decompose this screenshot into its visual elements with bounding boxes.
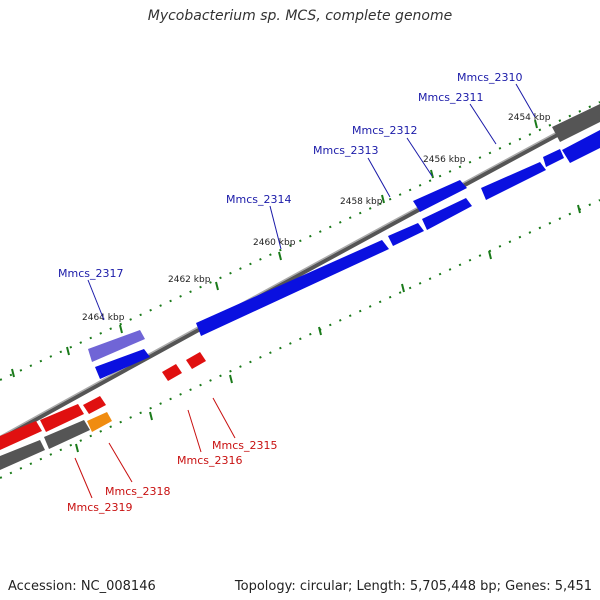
label-mmcs-2319[interactable]: Mmcs_2319 (67, 501, 132, 514)
gene-mmcs-2314b-arrow[interactable] (196, 240, 389, 336)
scale-label-2456: 2456 kbp (423, 155, 466, 165)
gene-mmcs-2312-arrow[interactable] (413, 180, 467, 212)
genome-summary-label: Topology: circular; Length: 5,705,448 bp… (234, 579, 592, 594)
gene-mmcs-2319b-arrow[interactable] (0, 421, 42, 450)
gene-dark-reverse-1[interactable] (44, 420, 90, 449)
scale-label-2460: 2460 kbp (253, 238, 296, 248)
label-mmcs-2318[interactable]: Mmcs_2318 (105, 485, 170, 498)
label-mmcs-2311[interactable]: Mmcs_2311 (418, 91, 483, 104)
outer-tick-track (0, 101, 600, 381)
gene-mmcs-2319-arrow[interactable] (40, 404, 84, 432)
map-title: Mycobacterium sp. MCS, complete genome (147, 8, 453, 24)
label-mmcs-2312[interactable]: Mmcs_2312 (352, 124, 417, 137)
reverse-gene-labels: Mmcs_2315 Mmcs_2316 Mmcs_2318 Mmcs_2319 (67, 397, 277, 514)
scale-label-2462: 2462 kbp (168, 275, 211, 285)
label-mmcs-2313[interactable]: Mmcs_2313 (313, 144, 378, 157)
gene-mmcs-2311-arrow[interactable] (543, 149, 564, 167)
gene-mmcs-2314-arrow[interactable] (388, 223, 424, 246)
accession-label: Accession: NC_008146 (8, 579, 156, 594)
forward-gene-track (88, 104, 600, 379)
gene-mmcs-2317b-arrow[interactable] (95, 349, 150, 379)
label-mmcs-2310[interactable]: Mmcs_2310 (457, 71, 522, 84)
label-mmcs-2317[interactable]: Mmcs_2317 (58, 267, 123, 280)
major-ticks (11, 119, 581, 453)
gene-mmcs-2313-arrow[interactable] (481, 162, 546, 200)
label-mmcs-2314[interactable]: Mmcs_2314 (226, 193, 291, 206)
gene-mmcs-2318b-arrow[interactable] (87, 412, 112, 432)
gene-dark-forward[interactable] (552, 104, 600, 142)
scale-label-2454: 2454 kbp (508, 113, 551, 123)
inner-tick-track (0, 199, 600, 479)
gene-mmcs-2313b-arrow[interactable] (422, 198, 472, 230)
label-mmcs-2316[interactable]: Mmcs_2316 (177, 454, 242, 467)
forward-gene-labels: Mmcs_2310 Mmcs_2311 Mmcs_2312 Mmcs_2313 … (58, 71, 536, 321)
gene-mmcs-2316-arrow[interactable] (162, 364, 182, 381)
gene-mmcs-2310-arrow[interactable] (562, 130, 600, 163)
gene-mmcs-2317-arrow[interactable] (88, 330, 145, 362)
gene-mmcs-2318-arrow[interactable] (83, 396, 106, 414)
reverse-gene-track (0, 352, 206, 470)
gene-mmcs-2315-arrow[interactable] (186, 352, 206, 369)
label-mmcs-2315[interactable]: Mmcs_2315 (212, 439, 277, 452)
gene-dark-reverse-2[interactable] (0, 440, 45, 470)
scale-label-2458: 2458 kbp (340, 197, 383, 207)
